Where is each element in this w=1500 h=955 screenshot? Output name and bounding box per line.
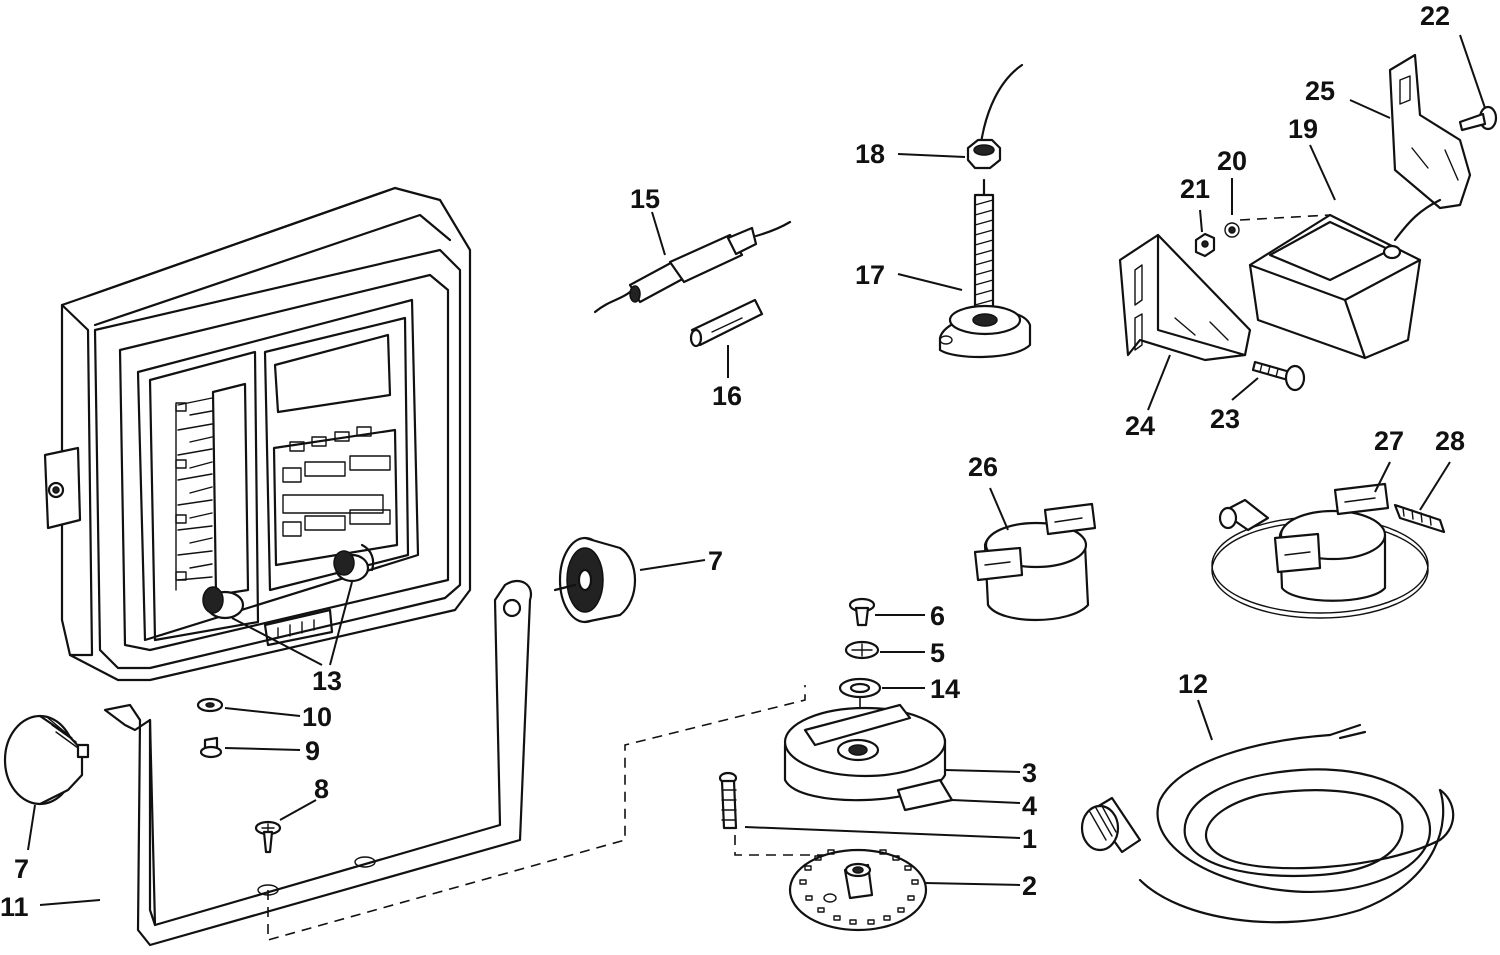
callout-12: 12 (1178, 669, 1208, 699)
thumb-knob-left (3, 714, 90, 806)
knob-left (202, 586, 245, 620)
callout-22: 22 (1420, 1, 1450, 31)
callout-28: 28 (1435, 426, 1465, 456)
lockwasher-20 (1224, 222, 1240, 238)
callout-16: 16 (712, 381, 742, 411)
callout-23: 23 (1210, 404, 1240, 434)
leader-lines (27, 34, 1486, 906)
fuse (689, 298, 764, 348)
callout-19: 19 (1288, 114, 1318, 144)
cable-12 (1080, 723, 1455, 924)
callout-2: 2 (1022, 871, 1037, 901)
callout-25: 25 (1305, 76, 1335, 106)
callout-10: 10 (302, 702, 332, 732)
panel-keys (282, 426, 391, 537)
sensor-26 (973, 502, 1097, 621)
washer-5 (844, 640, 880, 660)
mount-base-3 (783, 703, 947, 802)
scale-ticks (175, 397, 213, 591)
nut-21 (1194, 232, 1216, 258)
display-unit (43, 186, 472, 682)
transducer-stud (938, 63, 1032, 358)
thumb-knob-right (553, 536, 637, 624)
bracket-24 (1118, 233, 1252, 362)
callout-17: 17 (855, 260, 885, 290)
callout-14: 14 (930, 674, 960, 704)
callout-5: 5 (930, 638, 945, 668)
bracket-25 (1388, 53, 1472, 210)
callout-9: 9 (305, 736, 320, 766)
washer-10 (196, 697, 224, 713)
callout-11: 11 (0, 892, 29, 922)
screw-9 (199, 736, 223, 759)
magnet-wheel-2 (788, 848, 928, 932)
callout-6: 6 (930, 601, 945, 631)
screw-23 (1251, 360, 1306, 392)
callout-7-right: 7 (708, 546, 723, 576)
callout-7-left: 7 (14, 854, 29, 884)
callout-20: 20 (1217, 146, 1247, 176)
knob-right (333, 543, 375, 583)
callout-4: 4 (1022, 791, 1037, 821)
callout-26: 26 (968, 452, 998, 482)
callout-labels: 1 2 3 4 5 6 7 7 8 9 10 11 12 13 14 15 16… (0, 1, 1465, 922)
callout-1: 1 (1022, 824, 1037, 854)
callout-8: 8 (314, 774, 329, 804)
screw-22 (1458, 105, 1498, 132)
screw-8 (254, 820, 282, 854)
screw-1 (718, 771, 738, 830)
screw-6 (848, 597, 876, 627)
callout-24: 24 (1125, 411, 1155, 441)
callout-3: 3 (1022, 758, 1037, 788)
sensor-19 (1239, 198, 1442, 360)
callout-27: 27 (1374, 426, 1404, 456)
fuse-holder (593, 220, 792, 314)
mounting-bracket (103, 579, 806, 947)
callout-13: 13 (312, 666, 342, 696)
callout-21: 21 (1180, 174, 1210, 204)
washer-14 (838, 677, 882, 699)
sensor-27 (1273, 482, 1390, 602)
callout-18: 18 (855, 139, 885, 169)
callout-15: 15 (630, 184, 660, 214)
